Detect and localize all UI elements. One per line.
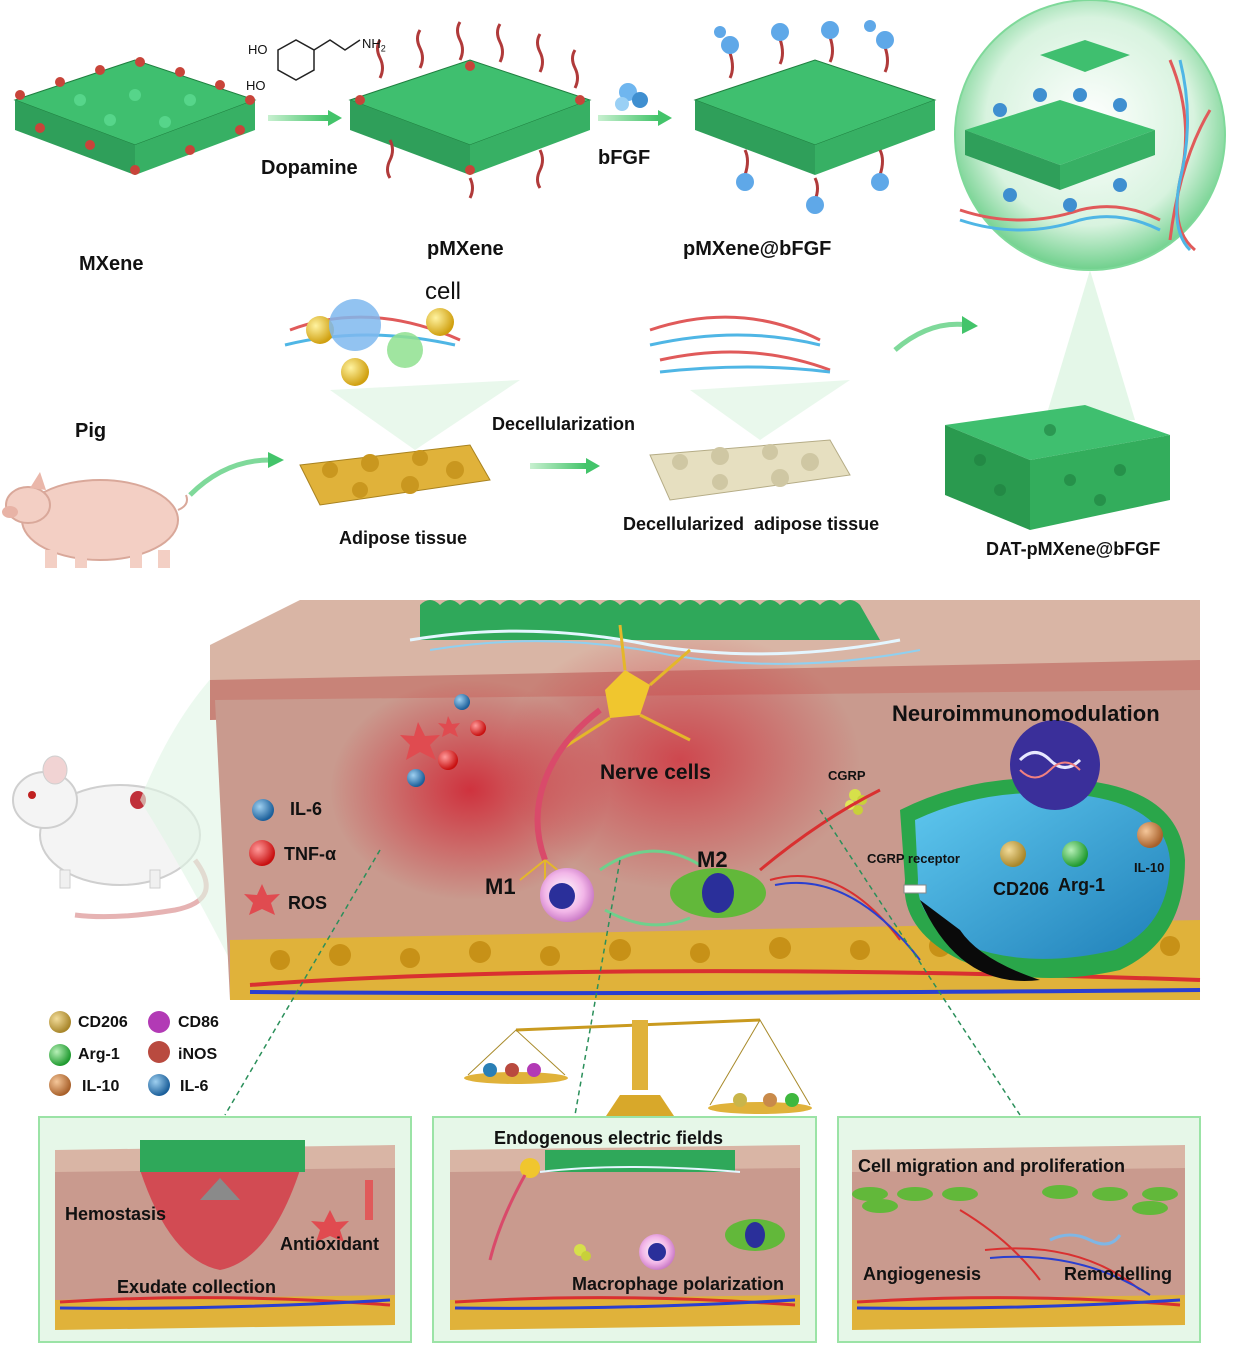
cell-label: cell (425, 278, 462, 305)
dopamine-amine: NH2 (362, 36, 386, 54)
cgrp-label: CGRP (828, 768, 866, 783)
il6-label: IL-6 (290, 799, 323, 819)
zoom-beam (1045, 270, 1135, 420)
antioxidant-label: Antioxidant (280, 1234, 379, 1254)
legend-inos-label: iNOS (178, 1046, 218, 1063)
legend-arg1-label: Arg-1 (78, 1046, 120, 1063)
dat-product-label: DAT-pMXene@bFGF (986, 539, 1161, 559)
legend-ros-icon (244, 884, 280, 915)
ros-label: ROS (288, 893, 328, 913)
arrow-to-product-head (962, 316, 978, 334)
nerve-cells-label: Nerve cells (600, 761, 711, 784)
legend-cd206-label: CD206 (78, 1014, 128, 1031)
pmxene-lattice (348, 21, 592, 199)
legend-il10-label: IL-10 (82, 1078, 120, 1095)
cell-beam (330, 380, 520, 450)
m2-to-m1-arrow (604, 908, 691, 927)
pmxene-label: pMXene (427, 238, 504, 260)
balance-scale (464, 1018, 812, 1125)
cell-cluster (284, 299, 461, 386)
mxene-label: MXene (79, 253, 144, 275)
ecm-beam (690, 380, 850, 440)
scaffold-block (945, 405, 1170, 530)
pmxene-bfgf-lattice (693, 20, 937, 214)
decellularized-tissue-block (649, 439, 851, 501)
dopamine-structure (277, 39, 361, 81)
panel-connectors (224, 809, 1021, 1116)
scaffold-on-wound (409, 600, 921, 665)
cd206-inner-label: CD206 (993, 879, 1050, 899)
neuroimmunomodulation-title: Neuroimmunomodulation (892, 701, 1160, 726)
ecm-fibers (649, 315, 831, 374)
marker-legend-balls (49, 1011, 170, 1096)
bfgf-protein-icon (615, 83, 648, 111)
adipose-tissue-block (299, 444, 491, 506)
m1-label: M1 (485, 874, 516, 899)
arrow-dopamine (268, 110, 342, 126)
m2-label: M2 (697, 847, 728, 872)
cgrp-receptor-label: CGRP receptor (867, 851, 960, 866)
hemostasis-label: Hemostasis (65, 1204, 167, 1224)
panel-hemostasis (38, 1116, 412, 1343)
pmxene-bfgf-label: pMXene@bFGF (683, 238, 832, 260)
legend-tnf-icon (249, 840, 275, 866)
electric-fields-label: Endogenous electric fields (494, 1128, 724, 1148)
arg1-inner-label: Arg-1 (1058, 875, 1106, 895)
remodelling-label: Remodelling (1064, 1264, 1173, 1284)
bfgf-label: bFGF (598, 147, 651, 169)
decellularized-tissue-label: Decellularized adipose tissue (623, 514, 880, 534)
cytokine-particles (400, 694, 486, 787)
arrow-pig-head (268, 452, 284, 468)
pig-label: Pig (75, 420, 107, 442)
panel-remodelling (837, 1116, 1201, 1343)
mxene-lattice (13, 57, 257, 175)
decellularization-label: Decellularization (492, 414, 636, 434)
arrow-bfgf (598, 110, 672, 126)
legend-cd86-label: CD86 (178, 1014, 219, 1031)
m2-macrophage (670, 868, 766, 918)
il10-inner-label: IL-10 (1134, 860, 1165, 875)
vein-line (249, 988, 1201, 996)
arrow-to-product (893, 321, 969, 352)
tnf-label: TNF-α (284, 844, 337, 864)
m1-to-m2-arrow (599, 849, 701, 872)
legend-il6-icon (252, 799, 274, 821)
adipose-tissue-label: Adipose tissue (339, 528, 468, 548)
m1-macrophage (540, 868, 594, 922)
nerve-glow (500, 630, 860, 890)
rat-beam (140, 650, 240, 980)
exudate-label: Exudate collection (117, 1277, 277, 1297)
dopamine-label: Dopamine (261, 157, 358, 179)
neuro-cell (900, 720, 1185, 981)
legend-il6-label: IL-6 (180, 1078, 209, 1095)
angiogenesis-label: Angiogenesis (863, 1264, 982, 1284)
macrophage-polarization-label: Macrophage polarization (572, 1274, 785, 1294)
cell-migration-label: Cell migration and proliferation (858, 1156, 1126, 1176)
arrow-pig (188, 457, 271, 497)
blood-vessels (759, 788, 921, 961)
dopamine-ho-bottom: HO (246, 78, 266, 93)
arrow-decell (530, 458, 600, 474)
pig-icon (2, 472, 188, 568)
zoom-sphere (954, 0, 1226, 271)
panel-macrophage (432, 1116, 817, 1343)
dopamine-ho-top: HO (248, 42, 268, 57)
